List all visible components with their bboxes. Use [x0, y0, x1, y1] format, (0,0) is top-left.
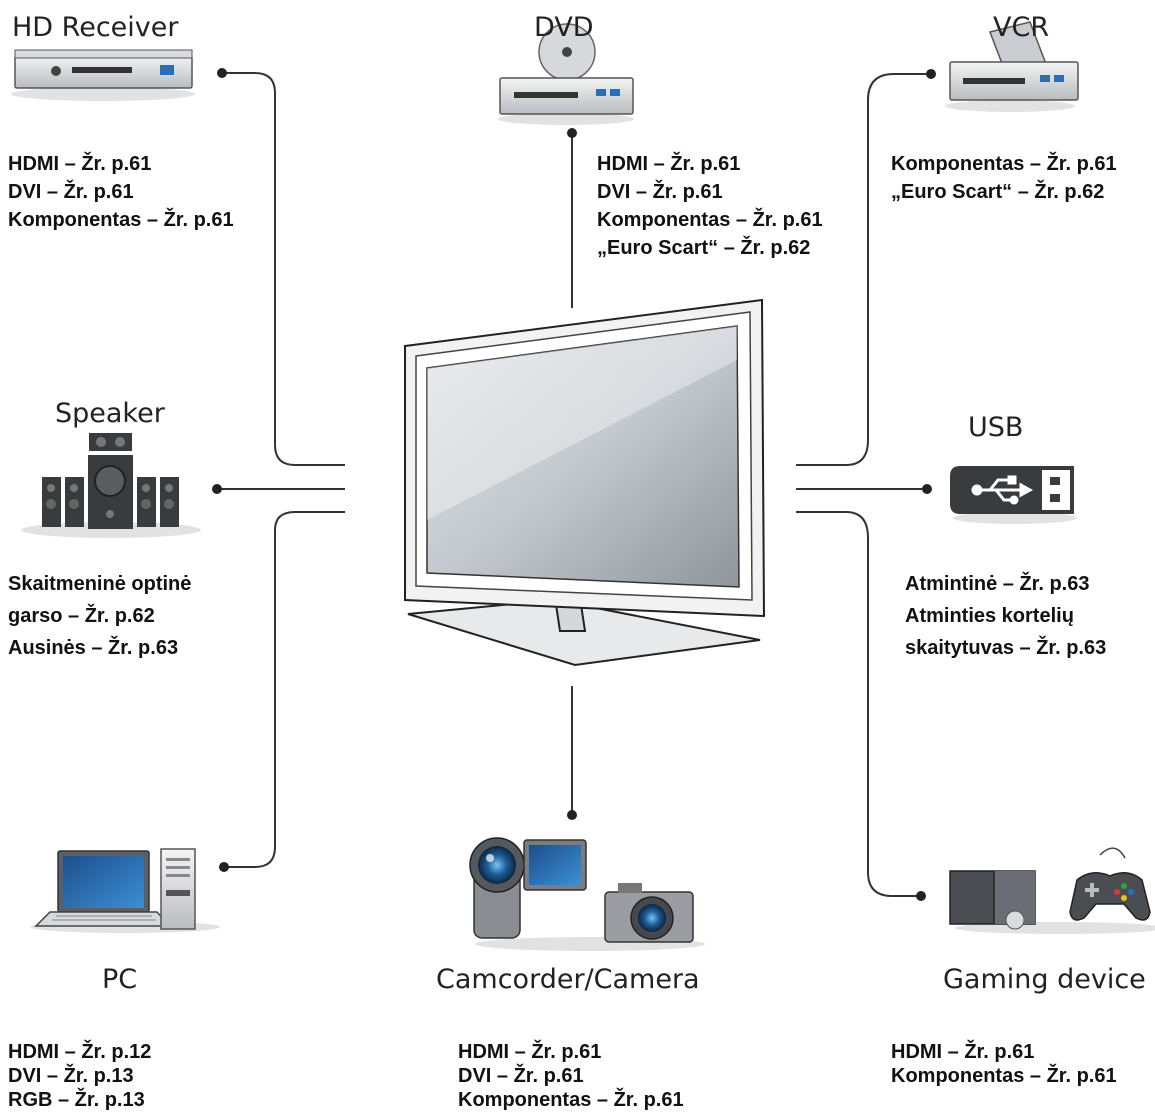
- speaker-icon: [21, 433, 201, 538]
- ref-line: Atminties kortelių: [905, 605, 1074, 627]
- ref-line: HDMI – Žr. p.61: [458, 1041, 602, 1063]
- ref-line: HDMI – Žr. p.61: [8, 153, 152, 175]
- usb-refs: Atmintinė – Žr. p.63 Atminties kortelių …: [905, 568, 1106, 664]
- dvd-icon: [498, 23, 634, 125]
- vcr-refs: Komponentas – Žr. p.61 „Euro Scart“ – Žr…: [891, 150, 1117, 206]
- line-pc: [224, 511, 345, 868]
- line-hd-receiver: [222, 72, 345, 466]
- dvd-title: DVD: [534, 12, 594, 43]
- ref-line: Ausinės – Žr. p.63: [8, 637, 179, 659]
- line-gaming: [796, 511, 921, 897]
- hd-receiver-refs: HDMI – Žr. p.61 DVI – Žr. p.61 Komponent…: [8, 150, 234, 234]
- gaming-refs: HDMI – Žr. p.61 Komponentas – Žr. p.61: [891, 1040, 1117, 1088]
- ref-line: Atmintinė – Žr. p.63: [905, 573, 1090, 595]
- ref-line: DVI – Žr. p.61: [8, 181, 134, 203]
- ref-line: Komponentas – Žr. p.61: [891, 153, 1117, 175]
- ref-line: RGB – Žr. p.13: [8, 1089, 145, 1111]
- speaker-refs: Skaitmeninė optinė garso – Žr. p.62 Ausi…: [8, 568, 191, 664]
- ref-line: „Euro Scart“ – Žr. p.62: [891, 181, 1105, 203]
- camcorder-refs: HDMI – Žr. p.61 DVI – Žr. p.61 Komponent…: [458, 1040, 684, 1112]
- vcr-icon: [945, 21, 1079, 112]
- vcr-title: VCR: [993, 12, 1050, 43]
- ref-line: skaitytuvas – Žr. p.63: [905, 637, 1107, 659]
- ref-line: Komponentas – Žr. p.61: [891, 1065, 1117, 1087]
- ref-line: Komponentas – Žr. p.61: [597, 209, 823, 231]
- ref-line: HDMI – Žr. p.61: [597, 153, 741, 175]
- hd-receiver-title: HD Receiver: [12, 12, 179, 43]
- line-vcr: [796, 73, 931, 466]
- camcorder-title: Camcorder/Camera: [436, 964, 700, 995]
- camcorder-camera-icon: [469, 837, 705, 951]
- gaming-title: Gaming device: [943, 964, 1146, 995]
- ref-line: DVI – Žr. p.61: [597, 181, 723, 203]
- ref-line: DVI – Žr. p.13: [8, 1065, 134, 1087]
- usb-title: USB: [968, 412, 1024, 443]
- hd-receiver-icon: [11, 49, 195, 101]
- ref-line: HDMI – Žr. p.12: [8, 1041, 152, 1063]
- speaker-title: Speaker: [55, 398, 165, 429]
- ref-line: Skaitmeninė optinė: [8, 573, 192, 595]
- pc-icon: [30, 848, 220, 933]
- connector-lines: [217, 72, 931, 897]
- ref-line: Komponentas – Žr. p.61: [8, 209, 234, 231]
- ref-line: HDMI – Žr. p.61: [891, 1041, 1035, 1063]
- tv-icon: [404, 298, 766, 667]
- dvd-refs: HDMI – Žr. p.61 DVI – Žr. p.61 Komponent…: [597, 150, 823, 262]
- ref-line: DVI – Žr. p.61: [458, 1065, 584, 1087]
- ref-line: „Euro Scart“ – Žr. p.62: [597, 237, 811, 259]
- pc-refs: HDMI – Žr. p.12 DVI – Žr. p.13 RGB – Žr.…: [8, 1040, 151, 1112]
- connector-dots: [212, 68, 936, 901]
- usb-icon: [950, 466, 1077, 524]
- ref-line: Komponentas – Žr. p.61: [458, 1089, 684, 1111]
- gaming-device-icon: [949, 847, 1155, 934]
- ref-line: garso – Žr. p.62: [8, 605, 155, 627]
- pc-title: PC: [102, 964, 138, 995]
